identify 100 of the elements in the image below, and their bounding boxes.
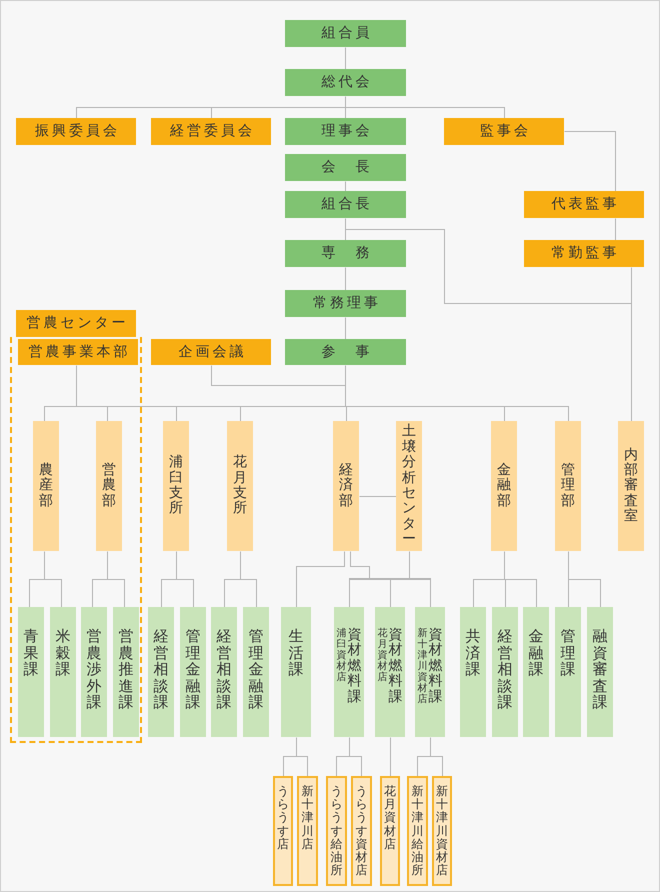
unit-name: 監事会	[479, 123, 531, 140]
section-box	[148, 607, 174, 737]
connector-line	[631, 267, 632, 422]
section-box	[113, 607, 139, 737]
section-box	[555, 607, 581, 737]
department-box	[491, 421, 517, 551]
department-box	[618, 421, 644, 551]
connector-line	[430, 737, 443, 777]
section-box	[334, 607, 364, 737]
section-box	[415, 607, 445, 737]
store-note: 新十津川資材店	[418, 628, 428, 705]
department-box	[555, 421, 581, 551]
unit-name: 企画会議	[178, 344, 246, 360]
connector-line	[568, 551, 601, 608]
unit-name: 管理金融課	[248, 628, 264, 710]
connector-line	[240, 551, 257, 608]
unit-name: 米穀課	[56, 628, 70, 678]
committee-box	[16, 310, 136, 337]
unit-name: 共済課	[466, 628, 480, 678]
officer-box	[285, 69, 406, 96]
section-box	[180, 607, 206, 737]
unit-name: 花月支所	[233, 455, 247, 517]
section-box	[243, 607, 269, 737]
department-box	[333, 421, 359, 551]
unit-name: 参 事	[320, 344, 372, 360]
unit-name: 会 長	[320, 159, 372, 176]
unit-name: 経営委員会	[169, 123, 255, 140]
unit-name: 資材燃料課	[348, 628, 362, 705]
connector-line	[176, 551, 194, 608]
unit-name: 土壌分析センター	[402, 424, 416, 548]
unit-name: 資材燃料課	[428, 628, 442, 705]
connector-line	[345, 365, 569, 422]
store-box	[326, 776, 347, 886]
unit-name: 代表監事	[550, 196, 620, 213]
unit-name: 経営相談課	[498, 628, 512, 710]
unit-name: うらうす資材店	[356, 785, 368, 878]
unit-name: 生活課	[288, 628, 304, 678]
connector-line	[107, 551, 125, 608]
unit-name: 営農センター	[26, 315, 128, 332]
department-box	[396, 421, 422, 551]
connector-line	[345, 47, 346, 70]
unit-name: 振興委員会	[34, 123, 120, 140]
department-box	[163, 421, 189, 551]
officer-box	[285, 154, 406, 181]
store-box	[297, 776, 318, 886]
unit-name: 営農部	[102, 462, 116, 510]
connector-line	[504, 551, 537, 608]
committee-box	[524, 191, 644, 218]
department-box	[96, 421, 122, 551]
unit-name: 農産部	[39, 462, 53, 510]
unit-name: 営農推進課	[118, 628, 134, 710]
unit-name: 経営相談課	[154, 628, 168, 710]
officer-box	[285, 290, 406, 317]
unit-name: 経営相談課	[216, 628, 232, 710]
committee-box	[18, 339, 138, 365]
unit-name: 管理金融課	[186, 628, 200, 710]
unit-name: 新十津川資材店	[436, 785, 448, 878]
section-box	[281, 607, 311, 737]
unit-name: 金融課	[528, 628, 544, 678]
officer-box	[285, 20, 406, 47]
connector-line	[359, 496, 397, 497]
section-box	[460, 607, 486, 737]
unit-name: 常務理事	[312, 295, 381, 312]
section-box	[587, 607, 613, 737]
connector-line	[345, 96, 505, 119]
store-note: 浦臼資材店	[336, 628, 346, 683]
unit-name: 営農事業本部	[28, 344, 130, 360]
unit-name: 組合長	[320, 196, 372, 213]
unit-name: 花月資材店	[384, 785, 396, 851]
section-box	[50, 607, 76, 737]
store-box	[273, 776, 293, 886]
unit-name: 管理部	[561, 462, 575, 510]
section-box	[492, 607, 518, 737]
section-box	[211, 607, 237, 737]
committee-box	[524, 240, 644, 267]
store-note: 花月資材店	[378, 628, 388, 683]
connector-line	[349, 737, 362, 777]
unit-name: 経済部	[339, 462, 353, 510]
unit-name: 新十津川店	[302, 785, 314, 851]
store-box	[407, 776, 428, 886]
store-box	[351, 776, 372, 886]
unit-name: 専 務	[320, 245, 372, 262]
unit-name: 金融部	[497, 462, 511, 510]
officer-box	[285, 240, 406, 267]
department-box	[33, 421, 59, 551]
department-box	[227, 421, 253, 551]
section-box	[81, 607, 107, 737]
section-box	[375, 607, 405, 737]
officer-box	[285, 191, 406, 218]
unit-name: うらうす給油所	[330, 785, 342, 878]
officer-box	[285, 118, 406, 145]
connector-line	[390, 737, 391, 777]
connector-line	[76, 365, 108, 422]
unit-name: 総代会	[320, 74, 372, 91]
unit-name: 管理課	[560, 628, 576, 678]
connector-line	[211, 365, 346, 386]
unit-name: 常勤監事	[550, 245, 620, 262]
connector-line	[296, 737, 308, 777]
unit-name: 内部審査室	[624, 448, 638, 524]
connector-line	[345, 267, 346, 291]
